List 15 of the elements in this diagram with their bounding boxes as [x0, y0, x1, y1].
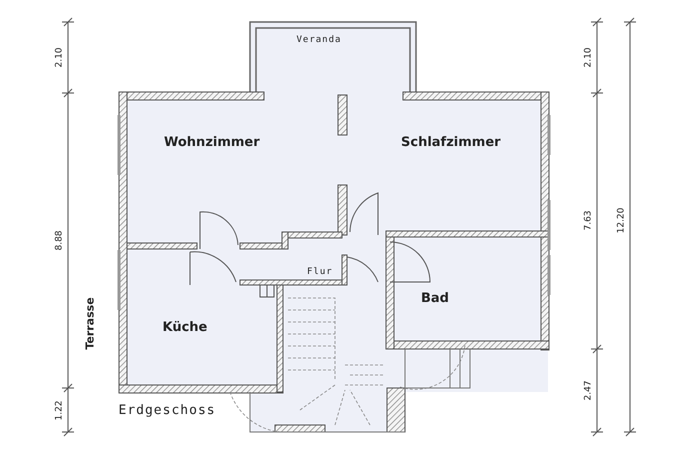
dimension-label: 8.88 [56, 230, 65, 250]
room-label: Schlafzimmer [401, 136, 501, 148]
dimension-label: 2.10 [56, 46, 65, 68]
floor-label: Erdgeschoss [118, 404, 216, 416]
room-label: Küche [162, 320, 208, 334]
room-label: Flur [307, 268, 333, 276]
dimension-label: 1.22 [56, 400, 65, 420]
room-label: Wohnzimmer [164, 136, 260, 148]
room-label: Veranda [296, 36, 342, 44]
terrace-label: Terrasse [84, 296, 96, 350]
room-label: Bad [421, 292, 449, 304]
dimension-label: 12.20 [617, 207, 626, 233]
dimension-label: 2.47 [584, 380, 594, 400]
dimension-label: 2.10 [584, 46, 594, 68]
dimension-label: 7.63 [584, 210, 594, 230]
